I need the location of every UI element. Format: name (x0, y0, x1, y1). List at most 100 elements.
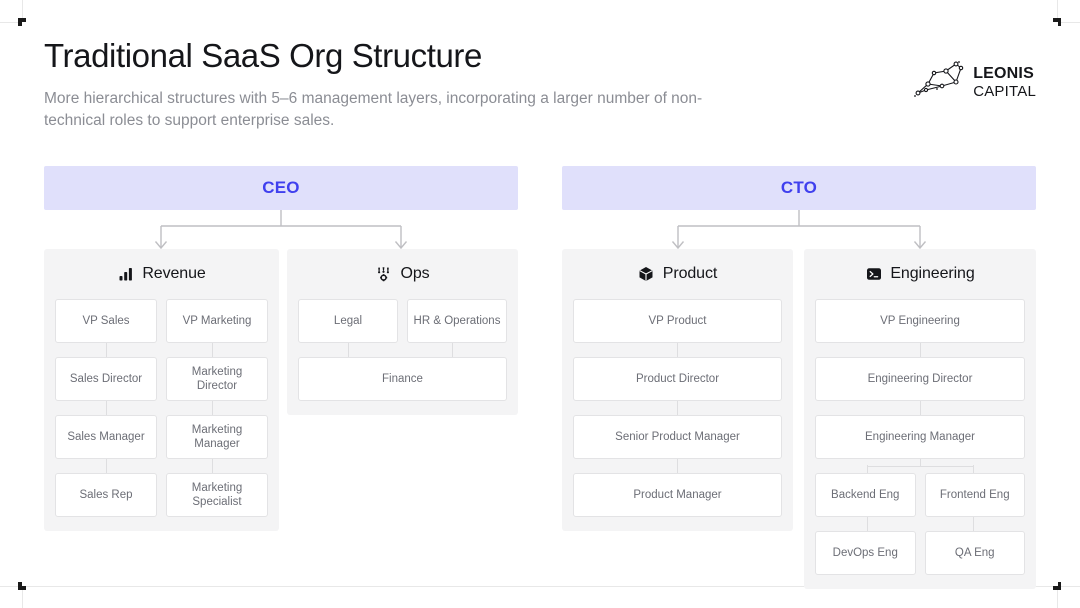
dept-rows-ops: Legal HR & Operations Finance (298, 299, 507, 401)
dept-row: Engineering Director (815, 357, 1025, 401)
dept-row: Finance (298, 357, 507, 401)
role-label: VP Sales (82, 314, 130, 327)
dept-title-engineering: Engineering (890, 265, 975, 282)
dept-panel-engineering: Engineering VP Engineering Engineering D… (804, 249, 1036, 589)
page-title: Traditional SaaS Org Structure (44, 37, 482, 74)
role-label: Sales Director (69, 372, 143, 385)
bar-chart-icon (117, 266, 134, 283)
role-label: Frontend Eng (939, 488, 1010, 501)
dept-row: Sales Manager Marketing Manager (55, 415, 268, 459)
role-label: Product Director (635, 372, 720, 385)
connector-stub (106, 401, 107, 415)
role-box[interactable]: Engineering Director (815, 357, 1025, 401)
dept-row: Engineering Manager (815, 415, 1025, 459)
dept-row: VP Engineering (815, 299, 1025, 343)
role-box[interactable]: QA Eng (924, 531, 1025, 575)
role-box[interactable]: Engineering Manager (815, 415, 1025, 459)
role-box[interactable]: HR & Operations (407, 299, 507, 343)
dept-panel-product: Product VP Product Product Director Seni… (562, 249, 793, 531)
connector-stub (677, 401, 678, 415)
dept-header-product: Product (573, 263, 782, 285)
dept-panel-ops: Ops Legal HR & Operations Finance (287, 249, 518, 415)
dept-row: Sales Rep Marketing Specialist (55, 473, 268, 517)
settings-pins-icon (375, 266, 392, 283)
role-label: Sales Rep (79, 488, 133, 501)
dept-row: Sales Director Marketing Director (55, 357, 268, 401)
role-label: Backend Eng (831, 488, 900, 501)
crop-mark-bottom-right (1053, 582, 1061, 590)
role-label: QA Eng (954, 546, 995, 559)
dept-row: Backend Eng Frontend Eng (815, 473, 1025, 517)
exec-label-ceo: CEO (262, 178, 300, 197)
connector-stub (973, 465, 974, 473)
role-label: Marketing Director (191, 365, 243, 392)
logo-text-capital: CAPITAL (973, 83, 1036, 100)
connector-stub (677, 459, 678, 473)
dept-row: DevOps Eng QA Eng (815, 531, 1025, 575)
role-label: Legal (333, 314, 363, 327)
role-box[interactable]: DevOps Eng (815, 531, 916, 575)
role-box[interactable]: Marketing Manager (166, 415, 268, 459)
dept-title-ops: Ops (400, 265, 430, 282)
role-box[interactable]: Frontend Eng (924, 473, 1025, 517)
connector-stub (452, 343, 453, 357)
role-box[interactable]: Senior Product Manager (573, 415, 782, 459)
slide-header: Traditional SaaS Org Structure More hier… (44, 36, 1036, 133)
dept-row: Product Director (573, 357, 782, 401)
exec-box-ceo[interactable]: CEO (44, 166, 518, 210)
exec-box-cto[interactable]: CTO (562, 166, 1036, 210)
connector-stub (212, 459, 213, 473)
role-label: Sales Manager (67, 430, 145, 443)
role-label: Engineering Director (867, 372, 973, 385)
terminal-icon (865, 266, 882, 283)
dept-rows-revenue: VP Sales VP Marketing Sales Director Mar… (55, 299, 268, 517)
crop-mark-bottom-left (18, 582, 26, 590)
role-box[interactable]: Marketing Specialist (166, 473, 268, 517)
dept-row: Product Manager (573, 473, 782, 517)
role-box[interactable]: Sales Manager (55, 415, 157, 459)
role-label: Finance (382, 372, 423, 385)
role-label: HR & Operations (413, 314, 501, 327)
logo-wordmark: LEONIS CAPITAL (973, 65, 1036, 100)
connector-stub (348, 343, 349, 357)
dept-rows-engineering: VP Engineering Engineering Director Engi… (815, 299, 1025, 575)
dept-row: Legal HR & Operations (298, 299, 507, 343)
guide-line-bottom (0, 586, 1080, 587)
role-box[interactable]: Legal (298, 299, 398, 343)
role-box[interactable]: VP Marketing (166, 299, 268, 343)
role-box[interactable]: Sales Rep (55, 473, 157, 517)
dept-title-revenue: Revenue (142, 265, 206, 282)
connector-stub (920, 343, 921, 357)
role-label: DevOps Eng (832, 546, 898, 559)
dept-header-engineering: Engineering (815, 263, 1025, 285)
role-box[interactable]: Product Director (573, 357, 782, 401)
role-label: Senior Product Manager (615, 430, 740, 443)
role-box[interactable]: Finance (298, 357, 507, 401)
connector-stub (106, 459, 107, 473)
page-subtitle: More hierarchical structures with 5–6 ma… (44, 89, 703, 130)
role-label: VP Engineering (880, 314, 960, 327)
role-label: Marketing Specialist (191, 481, 243, 508)
role-box[interactable]: Backend Eng (815, 473, 916, 517)
role-box[interactable]: Sales Director (55, 357, 157, 401)
dept-rows-product: VP Product Product Director Senior Produ… (573, 299, 782, 517)
cube-icon (638, 266, 655, 283)
role-box[interactable]: VP Sales (55, 299, 157, 343)
connector-stub (212, 343, 213, 357)
role-label: Marketing Manager (191, 423, 243, 450)
role-box[interactable]: Product Manager (573, 473, 782, 517)
dept-header-revenue: Revenue (55, 263, 268, 285)
dept-header-ops: Ops (298, 263, 507, 285)
connector-branch (867, 466, 974, 467)
logo-text-leonis: LEONIS (973, 65, 1034, 82)
dept-row: VP Product (573, 299, 782, 343)
connector-stub (920, 401, 921, 415)
role-box[interactable]: VP Product (573, 299, 782, 343)
role-label: VP Marketing (182, 314, 252, 327)
role-box[interactable]: Marketing Director (166, 357, 268, 401)
connector-stub (212, 401, 213, 415)
connector-stub (973, 517, 974, 531)
role-label: Product Manager (633, 488, 722, 501)
connector-stub (920, 459, 921, 466)
role-box[interactable]: VP Engineering (815, 299, 1025, 343)
